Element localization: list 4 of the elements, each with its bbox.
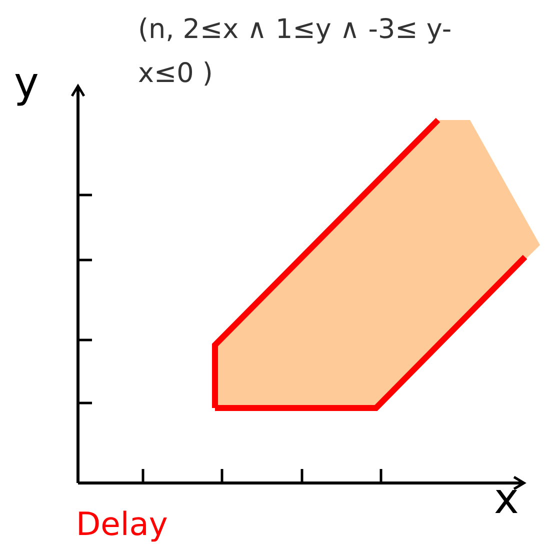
axis-label: x bbox=[494, 473, 519, 525]
plot-label: Delay bbox=[76, 504, 168, 545]
constraint-formula: (n, 2≤x ∧ 1≤y ∧ -3≤ y-x≤0 ) bbox=[138, 13, 453, 91]
axis-label: y bbox=[14, 57, 39, 109]
